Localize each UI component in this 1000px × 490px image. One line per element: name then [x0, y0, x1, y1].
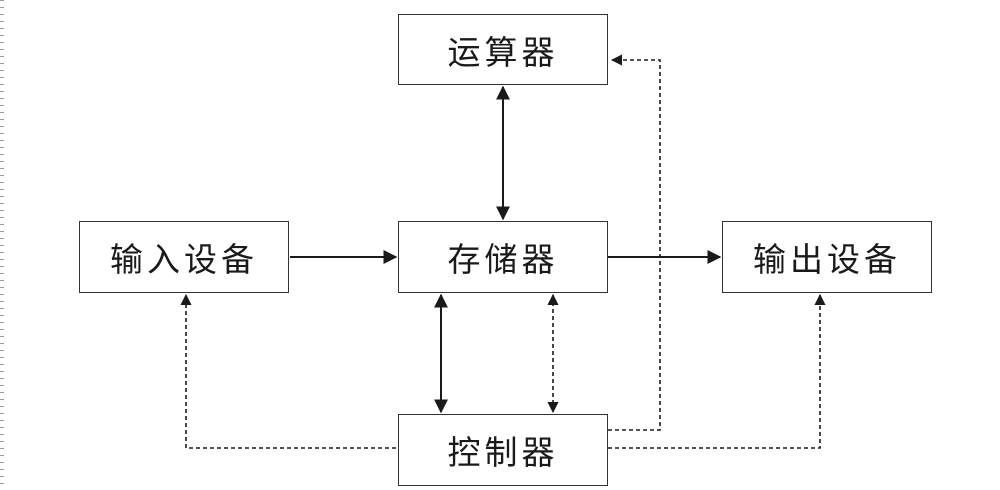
output-device-box: 输出设备	[722, 221, 932, 293]
control-edge-controller-to-output	[608, 293, 826, 449]
alu-label: 运算器	[447, 32, 559, 72]
control-edge-controller-to-input	[180, 293, 396, 449]
output-device-label: 输出设备	[753, 240, 901, 279]
controller-label: 控制器	[447, 433, 559, 472]
memory-box: 存储器	[398, 221, 608, 293]
controller-box: 控制器	[398, 414, 608, 486]
memory-label: 存储器	[447, 240, 559, 279]
input-device-box: 输入设备	[79, 221, 289, 293]
alu-box: 运算器	[398, 14, 608, 85]
input-device-label: 输入设备	[110, 240, 258, 279]
control-edge-controller-to-alu	[608, 54, 661, 431]
left-margin-ruler	[0, 0, 4, 490]
